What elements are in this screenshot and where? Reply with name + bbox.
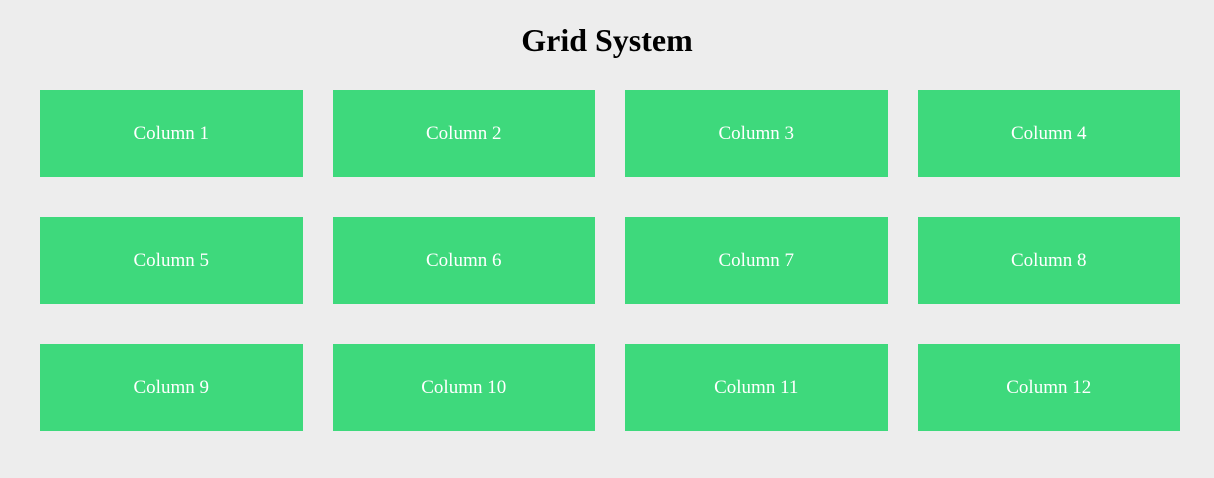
grid-column: Column 4 [917,90,1180,177]
grid-column: Column 3 [625,90,888,177]
grid-column: Column 12 [917,344,1180,431]
grid-column: Column 7 [625,217,888,304]
grid-column: Column 2 [332,90,595,177]
grid-column: Column 8 [917,217,1180,304]
grid-column: Column 10 [332,344,595,431]
grid-column: Column 1 [40,90,303,177]
grid-column: Column 9 [40,344,303,431]
grid-column: Column 5 [40,217,303,304]
grid: Column 1 Column 2 Column 3 Column 4 Column 5… [0,90,1214,431]
grid-column: Column 6 [332,217,595,304]
page-title: Grid System [521,22,693,58]
grid-column: Column 11 [625,344,888,431]
